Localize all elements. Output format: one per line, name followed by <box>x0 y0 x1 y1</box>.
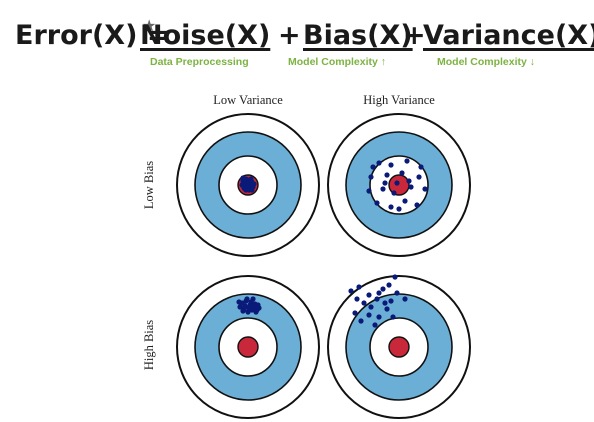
shot-dot <box>236 299 242 305</box>
shot-dot <box>253 309 259 315</box>
shot-dot <box>380 286 386 292</box>
shot-dot <box>408 184 414 190</box>
shot-dot <box>370 164 376 170</box>
shot-dot <box>249 187 255 193</box>
target-low-bias-low-variance <box>176 113 320 257</box>
shot-dot <box>402 198 408 204</box>
shot-dot <box>384 172 390 178</box>
bullseye <box>237 336 259 358</box>
shot-dot <box>368 304 374 310</box>
shot-dot <box>361 300 367 306</box>
variance-note: Model Complexity ↓ <box>437 56 536 68</box>
bullseye <box>388 174 410 196</box>
shot-dot <box>391 190 397 196</box>
shot-dot <box>356 284 362 290</box>
shot-dot <box>241 306 247 312</box>
shot-dot <box>358 318 364 324</box>
shot-dot <box>372 322 378 328</box>
shot-dot <box>366 292 372 298</box>
shot-dot <box>402 296 408 302</box>
shot-dot <box>414 202 420 208</box>
shot-dot <box>366 312 372 318</box>
shot-dot <box>242 186 248 192</box>
shot-dot <box>380 186 386 192</box>
shot-dot <box>376 314 382 320</box>
shot-dot <box>368 174 374 180</box>
shot-dot <box>250 296 256 302</box>
target-low-bias-high-variance <box>327 113 471 257</box>
shot-dot <box>348 288 354 294</box>
bullseye <box>388 336 410 358</box>
shot-dot <box>237 304 243 310</box>
shot-dot <box>390 314 396 320</box>
shot-dot <box>386 282 392 288</box>
row-label-high-bias: High Bias <box>142 320 156 370</box>
row-label-low-bias: Low Bias <box>142 161 156 209</box>
shot-dot <box>388 162 394 168</box>
shot-dot <box>394 290 400 296</box>
shot-dot <box>388 204 394 210</box>
col-label-high-variance: High Variance <box>363 93 435 107</box>
shot-dot <box>399 170 405 176</box>
plus-sign-2: + <box>403 20 426 51</box>
shot-dot <box>245 182 251 188</box>
shot-dot <box>248 176 254 182</box>
shot-dot <box>376 160 382 166</box>
error-equation: ★ Error(X) = Noise(X) + Bias(X) + Varian… <box>0 14 594 74</box>
col-label-low-variance: Low Variance <box>213 93 283 107</box>
shot-dot <box>352 310 358 316</box>
shot-dot <box>382 180 388 186</box>
shot-dot <box>392 274 398 280</box>
shot-dot <box>245 309 251 315</box>
shot-dot <box>240 175 246 181</box>
noise-note: Data Preprocessing <box>150 56 249 68</box>
shot-dot <box>244 296 250 302</box>
shot-dot <box>256 305 262 311</box>
shot-dot <box>418 164 424 170</box>
target-high-bias-high-variance <box>327 274 471 419</box>
star-icon: ★ <box>142 16 157 35</box>
shot-dot <box>354 296 360 302</box>
shot-dot <box>388 298 394 304</box>
shot-dot <box>382 300 388 306</box>
shot-dot <box>374 296 380 302</box>
shot-dot <box>247 302 253 308</box>
target-high-bias-low-variance <box>176 275 320 419</box>
shot-dot <box>416 174 422 180</box>
shot-dot <box>406 178 412 184</box>
plus-sign-1: + <box>278 20 301 51</box>
shot-dot <box>366 188 372 194</box>
noise-term: Noise(X) <box>140 20 271 51</box>
shot-dot <box>374 200 380 206</box>
shot-dot <box>396 206 402 212</box>
bias-term: Bias(X) <box>303 20 413 51</box>
shot-dot <box>384 306 390 312</box>
shot-dot <box>249 307 255 313</box>
shot-dot <box>394 180 400 186</box>
variance-term: Variance(X) <box>423 20 594 51</box>
bias-note: Model Complexity ↑ <box>288 56 387 68</box>
equation-lhs: Error(X) = <box>15 20 170 51</box>
shot-dot <box>422 186 428 192</box>
shot-dot <box>404 158 410 164</box>
shot-dot <box>376 290 382 296</box>
